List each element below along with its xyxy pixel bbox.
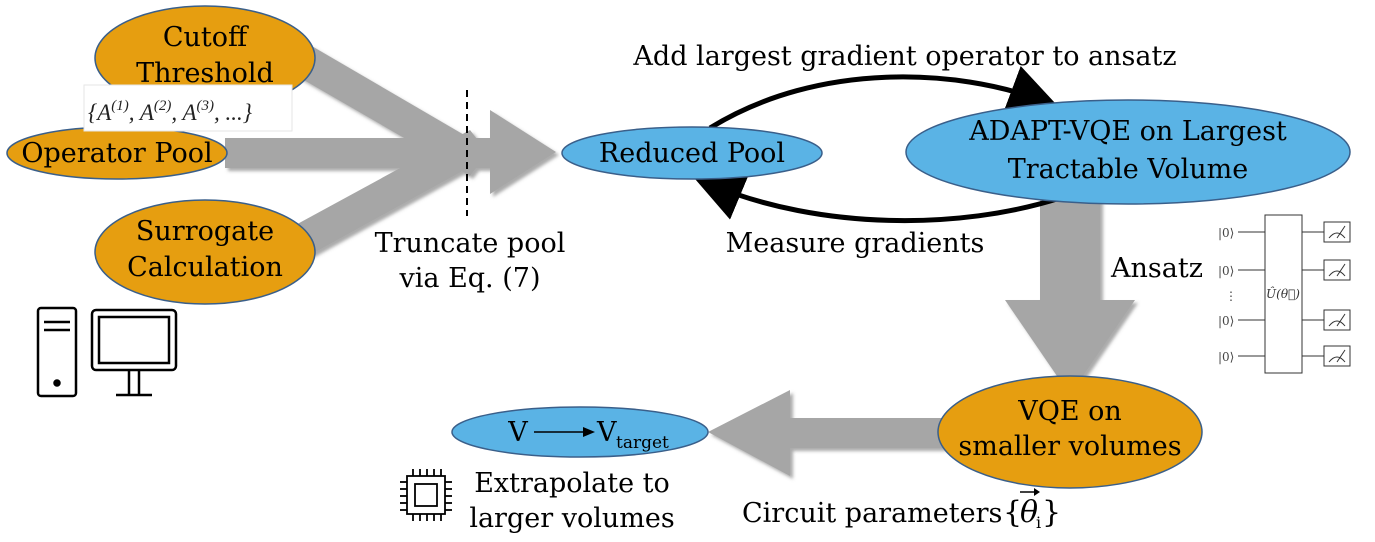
svg-text:{A(1), A(2), A(3), ...}: {A(1), A(2), A(3), ...} xyxy=(88,98,252,125)
vqe-line1: VQE on xyxy=(1017,396,1122,427)
reduced-pool-label: Reduced Pool xyxy=(599,138,785,169)
theta-set-label: { θ i } xyxy=(1003,488,1061,532)
vqe-smaller-node: VQE on smaller volumes xyxy=(937,375,1203,489)
operator-pool-node: Operator Pool xyxy=(6,126,228,180)
cutoff-line2: Threshold xyxy=(136,58,274,89)
cutoff-threshold-node: Cutoff Threshold xyxy=(94,5,316,111)
ket-3: |0⟩ xyxy=(1218,314,1234,328)
gray-arrows xyxy=(225,45,1135,476)
computer-tower-icon xyxy=(36,306,78,398)
ket-4: |0⟩ xyxy=(1218,350,1234,364)
svg-text:θ: θ xyxy=(1020,495,1038,530)
unitary-label: Û(θ⃗) xyxy=(1266,285,1300,301)
quantum-circuit: |0⟩ |0⟩ ⋮ |0⟩ |0⟩ Û(θ⃗) xyxy=(1218,214,1351,374)
svg-text:i: i xyxy=(1036,513,1041,532)
reduced-pool-node: Reduced Pool xyxy=(561,126,823,180)
surrogate-line2: Calculation xyxy=(127,252,283,283)
pool-set-end: , ...} xyxy=(214,100,252,125)
pool-set-sup1: (1) xyxy=(111,98,129,114)
operator-pool-label: Operator Pool xyxy=(21,138,212,169)
vtarget-label: V xyxy=(596,417,617,448)
extrapolate-line1: Extrapolate to xyxy=(474,468,670,499)
unitary-gate xyxy=(1264,214,1303,374)
pool-set-a2: , A xyxy=(129,100,155,125)
truncate-line1: Truncate pool xyxy=(375,228,566,259)
svg-text:{: { xyxy=(1003,495,1022,530)
chip-icon xyxy=(400,469,452,521)
adapt-line1: ADAPT-VQE on Largest xyxy=(968,116,1287,147)
measurement-meter-icon xyxy=(1323,221,1351,367)
circuit-params-label: Circuit parameters xyxy=(742,498,1002,529)
vqe-line2: smaller volumes xyxy=(958,431,1181,462)
add-operator-label: Add largest gradient operator to ansatz xyxy=(632,41,1176,72)
measure-curve-arrow xyxy=(693,173,1061,224)
pool-set-a1: {A xyxy=(88,100,112,125)
monitor-icon xyxy=(90,308,178,397)
vdots: ⋮ xyxy=(1225,289,1237,303)
ket-2: |0⟩ xyxy=(1218,264,1234,278)
extrapolation-node: V V target xyxy=(451,406,709,458)
pool-set-sup3: (3) xyxy=(197,98,215,114)
params-arrow xyxy=(708,390,950,476)
adapt-vqe-node: ADAPT-VQE on Largest Tractable Volume xyxy=(905,99,1351,205)
pool-set-sup2: (2) xyxy=(154,98,172,114)
extrap-arrow-head xyxy=(583,427,595,437)
pool-set-a3: , A xyxy=(171,100,197,125)
svg-text:}: } xyxy=(1042,495,1061,530)
pool-set-label: {A(1), A(2), A(3), ...} xyxy=(83,84,293,132)
truncate-line2: via Eq. (7) xyxy=(399,263,541,294)
surrogate-line1: Surrogate xyxy=(136,216,274,247)
cutoff-line1: Cutoff xyxy=(163,22,249,53)
ket-1: |0⟩ xyxy=(1218,226,1234,240)
measure-gradients-label: Measure gradients xyxy=(726,228,985,259)
extrapolate-line2: larger volumes xyxy=(469,503,674,534)
add-operator-curve-arrow xyxy=(708,66,1059,131)
v-label: V xyxy=(507,417,528,448)
ansatz-label: Ansatz xyxy=(1110,253,1203,284)
vtarget-subscript: target xyxy=(616,433,669,453)
adapt-line2: Tractable Volume xyxy=(1008,154,1248,185)
pool-arrow xyxy=(225,110,556,194)
surrogate-calculation-node: Surrogate Calculation xyxy=(94,199,316,305)
ansatz-arrow xyxy=(1005,192,1135,395)
